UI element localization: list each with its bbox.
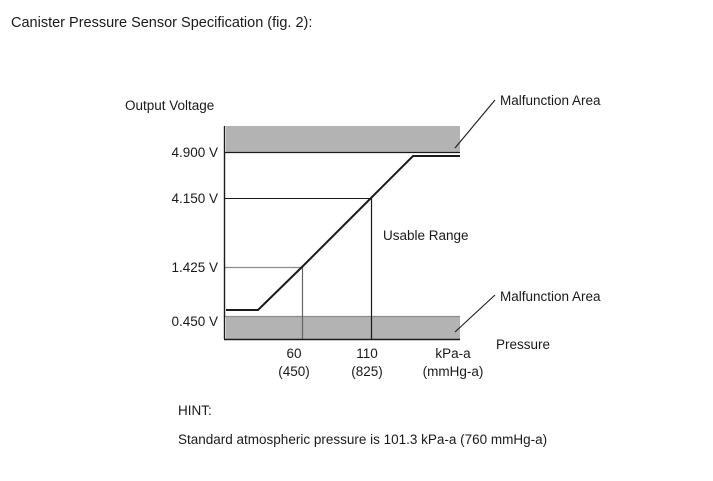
y-tick-label-4900: 4.900 V — [171, 145, 218, 160]
x-tick-label-60: 60 — [286, 346, 301, 361]
lower-malfunction-band — [226, 317, 460, 339]
leader-line-malfunction-lower — [454, 294, 496, 333]
page-title: Canister Pressure Sensor Specification (… — [11, 15, 313, 31]
hint-title: HINT: — [178, 403, 212, 418]
hint-block: HINT: Standard atmospheric pressure is 1… — [178, 402, 547, 448]
x-axis-label: Pressure — [496, 337, 550, 352]
x-unit-sublabel-mmhg: (mmHg-a) — [423, 364, 484, 379]
hint-text: Standard atmospheric pressure is 101.3 k… — [178, 432, 548, 447]
y-tick-label-1425: 1.425 V — [171, 260, 218, 275]
annotation-usable-range: Usable Range — [383, 228, 469, 243]
x-tick-sublabel-110: (825) — [351, 364, 383, 379]
leader-line-malfunction-upper — [454, 99, 496, 149]
y-axis-label: Output Voltage — [125, 98, 214, 113]
annotation-malfunction-area-lower: Malfunction Area — [500, 289, 601, 304]
x-unit-label-kpa: kPa-a — [435, 346, 471, 361]
y-tick-label-0450: 0.450 V — [171, 314, 218, 329]
annotation-malfunction-area-upper: Malfunction Area — [500, 93, 601, 108]
x-tick-label-110: 110 — [356, 346, 378, 361]
upper-malfunction-band — [226, 126, 460, 152]
x-tick-sublabel-60: (450) — [278, 364, 310, 379]
y-tick-label-4150: 4.150 V — [171, 191, 218, 206]
transfer-characteristic-curve — [226, 155, 460, 311]
